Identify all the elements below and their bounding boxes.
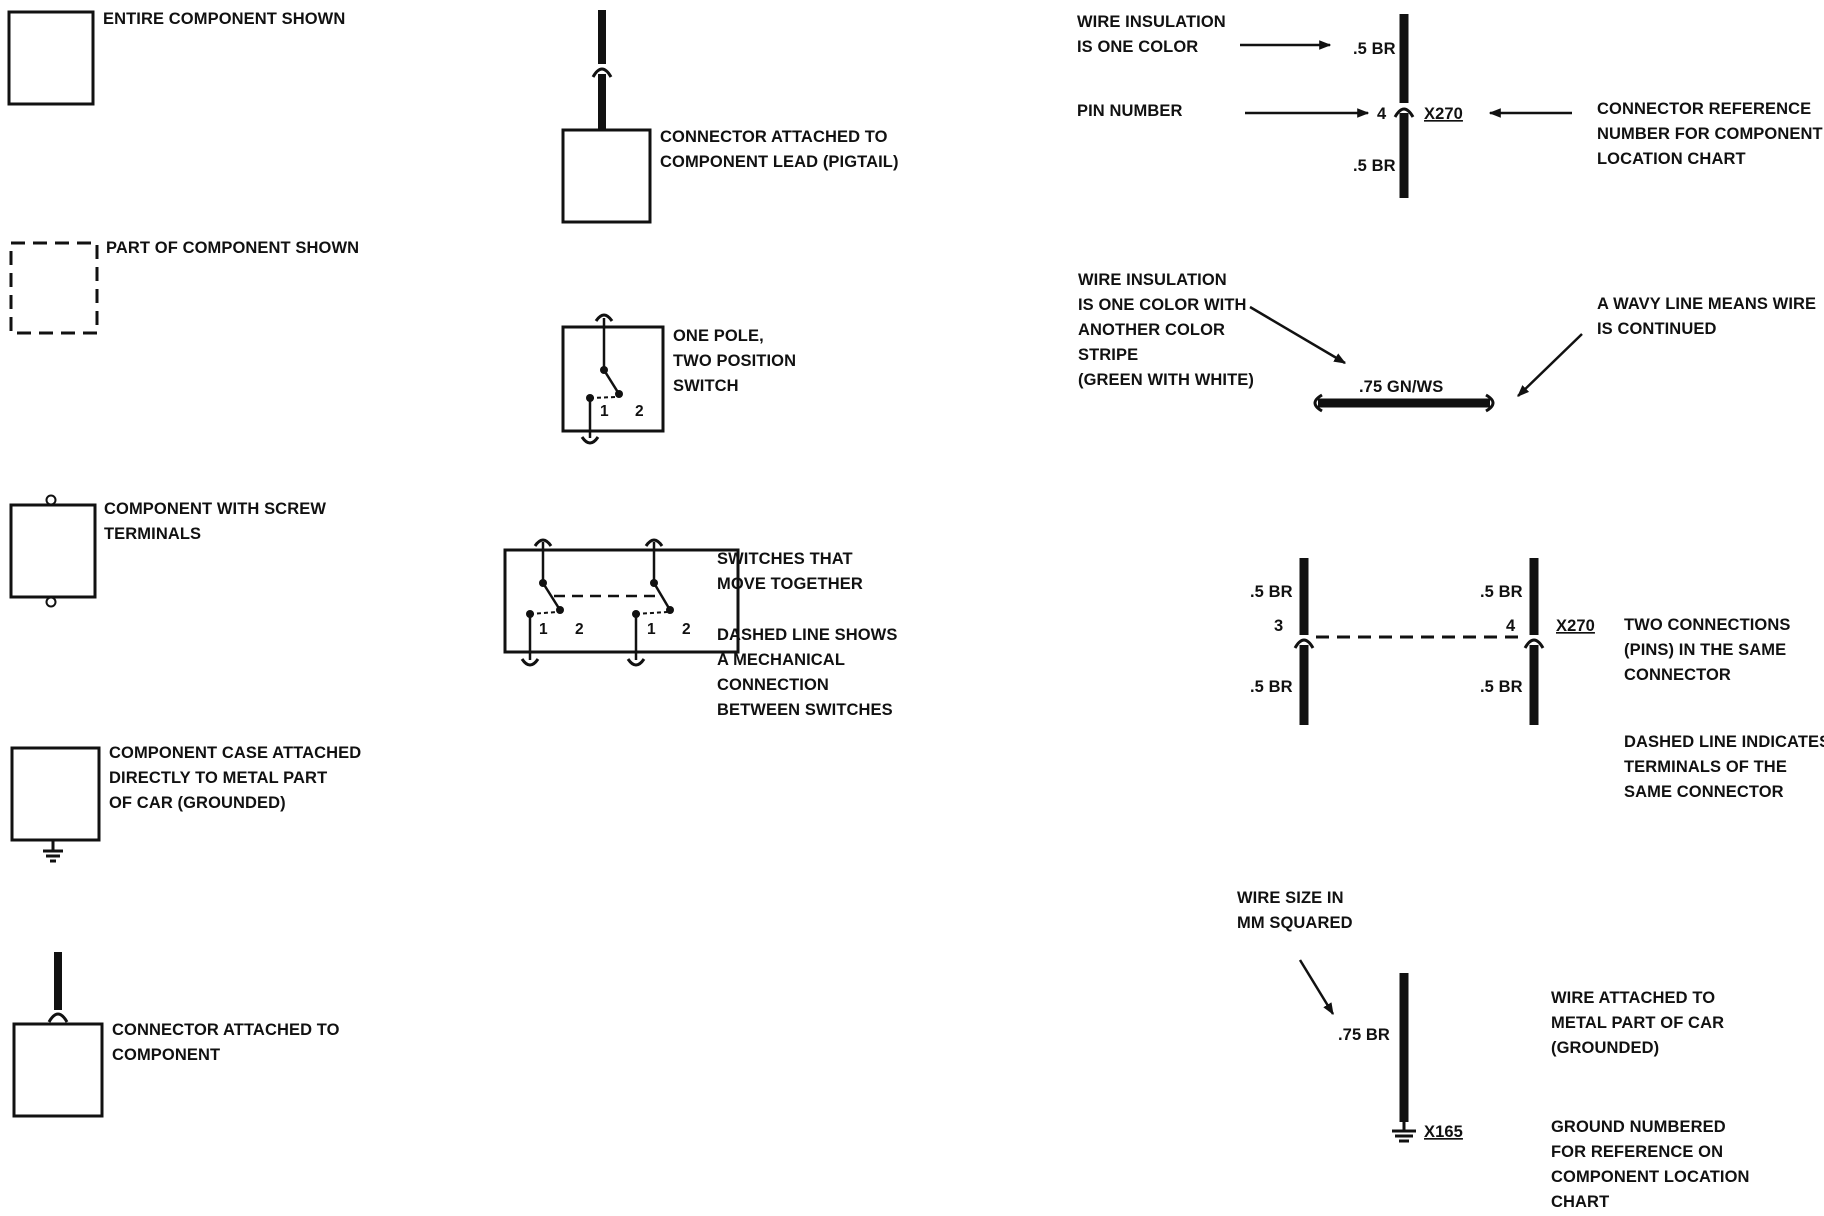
ground-numbered-label: GROUND NUMBERED FOR REFERENCE ON COMPONE… xyxy=(1551,1118,1754,1211)
connector-pin-symbol xyxy=(1393,14,1415,198)
ganged-switches-symbol xyxy=(503,538,740,667)
screw-terminal-symbol xyxy=(9,494,97,608)
switches-together-label: SWITCHES THAT MOVE TOGETHER xyxy=(717,550,863,593)
pin-number-value: 4 xyxy=(1377,105,1387,123)
ganged-right-pos1: 1 xyxy=(647,621,656,638)
part-component-label: PART OF COMPONENT SHOWN xyxy=(106,239,359,257)
wire-grounded-label: WIRE ATTACHED TO METAL PART OF CAR (GROU… xyxy=(1551,989,1729,1057)
one-pole-switch-label: ONE POLE, TWO POSITION SWITCH xyxy=(673,327,801,395)
connector-id: X270 xyxy=(1424,105,1463,123)
connector-component-label: CONNECTOR ATTACHED TO COMPONENT xyxy=(112,1021,344,1064)
stripe-wire-label: WIRE INSULATION IS ONE COLOR WITH ANOTHE… xyxy=(1078,271,1254,389)
switch-pos1-label: 1 xyxy=(600,403,609,420)
wavy-wire-symbol xyxy=(1313,393,1495,413)
entire-component-label: ENTIRE COMPONENT SHOWN xyxy=(103,10,345,28)
ganged-left-pos1: 1 xyxy=(539,621,548,638)
pigtail-connector-label: CONNECTOR ATTACHED TO COMPONENT LEAD (PI… xyxy=(660,128,899,171)
switch-pos2-label: 2 xyxy=(635,403,644,420)
case-grounded-symbol xyxy=(10,746,101,863)
ground-wire-size: .75 BR xyxy=(1338,1026,1390,1044)
two-conn-left-top: .5 BR xyxy=(1250,583,1293,601)
mechanical-connection-label: DASHED LINE SHOWS A MECHANICAL CONNECTIO… xyxy=(717,626,902,719)
stripe-wire-size: .75 GN/WS xyxy=(1359,378,1443,396)
two-conn-left-pin: 3 xyxy=(1274,617,1283,635)
pigtail-connector-symbol xyxy=(561,10,652,224)
ground-id: X165 xyxy=(1424,1123,1463,1141)
dashed-terminals-label: DASHED LINE INDICATES TERMINALS OF THE S… xyxy=(1624,733,1824,801)
two-conn-left-bottom: .5 BR xyxy=(1250,678,1293,696)
wavy-line-arrow xyxy=(1517,333,1583,397)
wire-bottom-size: .5 BR xyxy=(1353,157,1396,175)
wire-top-size: .5 BR xyxy=(1353,40,1396,58)
case-grounded-label: COMPONENT CASE ATTACHED DIRECTLY TO META… xyxy=(109,744,366,812)
pin-number-label: PIN NUMBER xyxy=(1077,102,1183,120)
ganged-right-pos2: 2 xyxy=(682,621,691,638)
connector-reference-label: CONNECTOR REFERENCE NUMBER FOR COMPONENT… xyxy=(1597,100,1824,168)
wire-one-color-label: WIRE INSULATION IS ONE COLOR xyxy=(1077,13,1230,56)
two-conn-right-bottom: .5 BR xyxy=(1480,678,1523,696)
ganged-left-pos2: 2 xyxy=(575,621,584,638)
ground-wire-symbol xyxy=(1392,973,1416,1143)
connector-component-symbol xyxy=(12,952,104,1118)
one-pole-switch-symbol xyxy=(561,313,665,445)
entire-component-symbol xyxy=(7,10,95,106)
part-component-symbol xyxy=(9,241,99,335)
stripe-wire-arrow xyxy=(1249,305,1347,365)
wire-size-arrow xyxy=(1298,959,1335,1016)
two-conn-connector-id: X270 xyxy=(1556,617,1595,635)
two-conn-right-top: .5 BR xyxy=(1480,583,1523,601)
two-connections-symbol xyxy=(1293,558,1545,725)
screw-terminals-label: COMPONENT WITH SCREW TERMINALS xyxy=(104,500,331,543)
two-conn-right-pin: 4 xyxy=(1506,617,1516,635)
wavy-line-label: A WAVY LINE MEANS WIRE IS CONTINUED xyxy=(1597,295,1821,338)
two-connections-label: TWO CONNECTIONS (PINS) IN THE SAME CONNE… xyxy=(1624,616,1795,684)
wire-size-label: WIRE SIZE IN MM SQUARED xyxy=(1237,889,1353,932)
